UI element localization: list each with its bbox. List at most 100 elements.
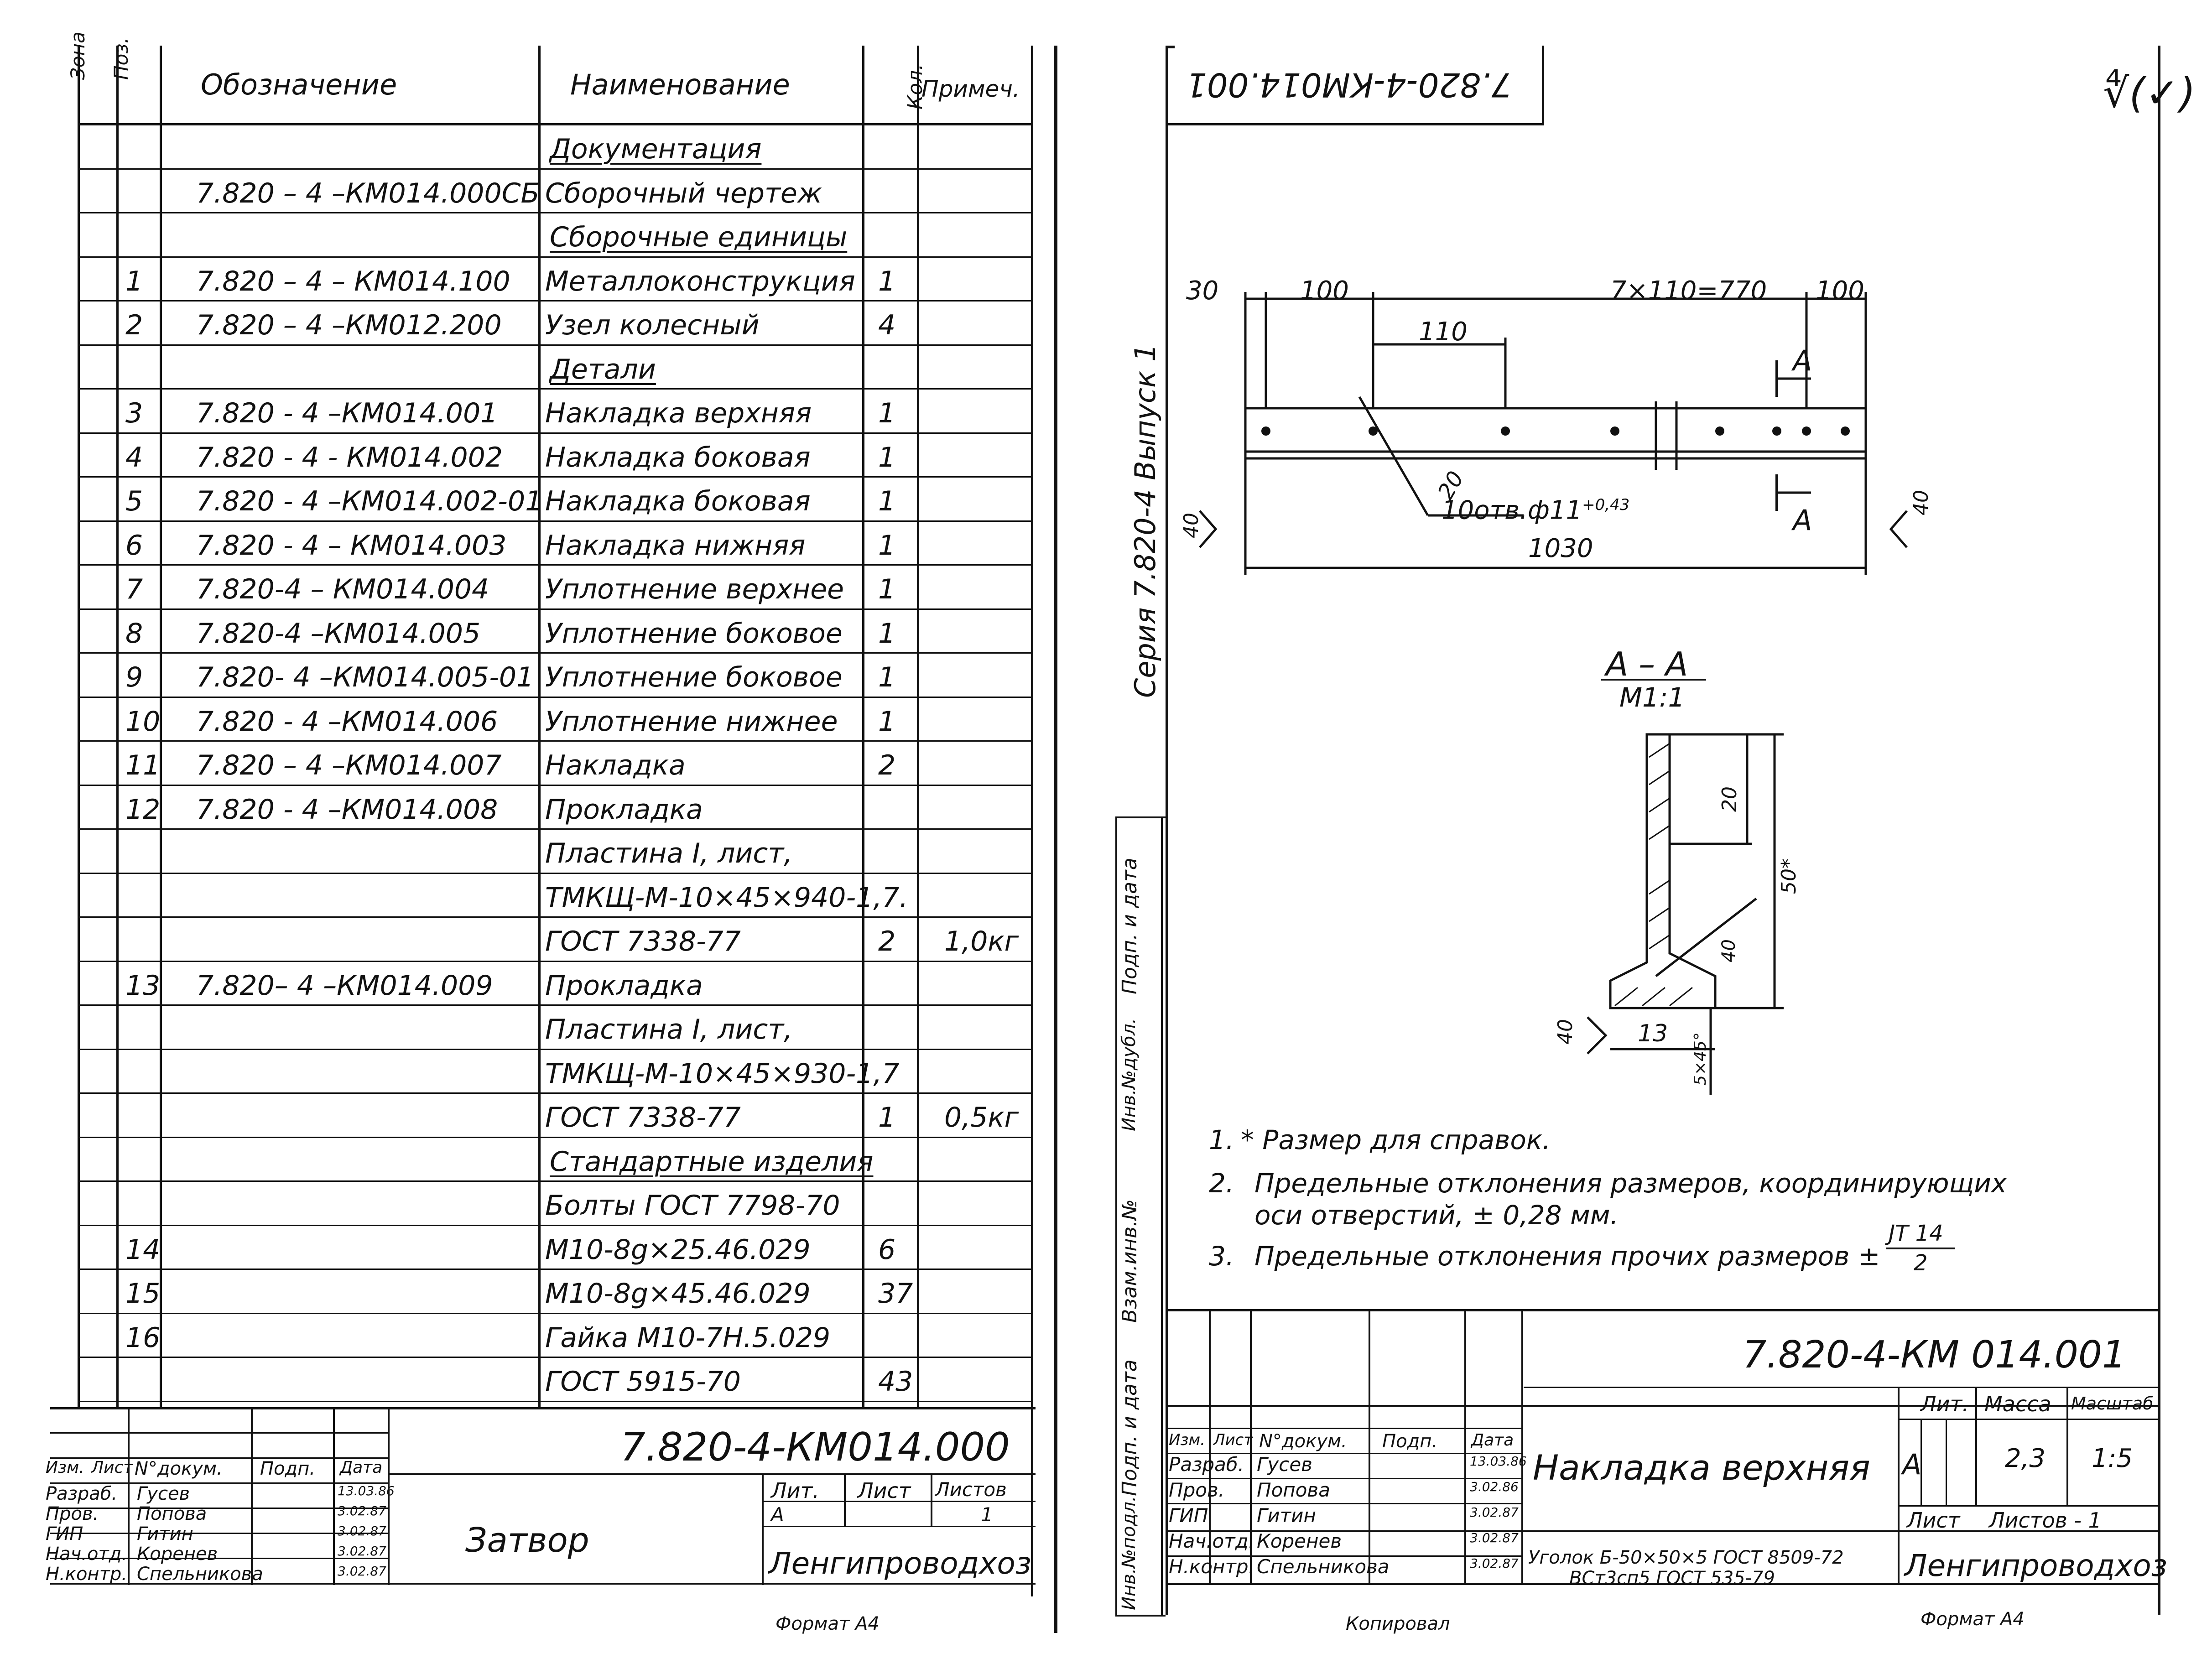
sig-name: Гитин (137, 1523, 193, 1544)
grid-line (1031, 46, 1033, 1596)
frame-right (2158, 46, 2160, 1615)
sec-dim-40b: 40 (1554, 1019, 1577, 1045)
frame-inner (1115, 1615, 1166, 1617)
sig-date: 3.02.87 (1470, 1556, 1519, 1571)
row-designation: 7.820 - 4 –КМ014.001 (196, 397, 498, 429)
sig-name: Попова (1257, 1479, 1330, 1501)
org-name: Ленгипроводхоз (1905, 1548, 2167, 1583)
material-bottom: ВСт3сп5 ГОСТ 535-79 (1569, 1568, 1775, 1589)
lit-value: А (1902, 1448, 1922, 1481)
tb-col-doc: N°докум. (135, 1458, 223, 1479)
doc-title: Затвор (465, 1521, 589, 1560)
sheet-label: Лист (858, 1478, 911, 1503)
tb-line (1166, 1478, 1521, 1479)
hole-mark (1261, 426, 1270, 436)
tb-line (1521, 1309, 1523, 1583)
tb-line (1166, 1453, 1521, 1454)
dim-770: 7×110=770 (1610, 276, 1767, 306)
sig-name: Попова (137, 1503, 207, 1524)
header-pos: Поз. (110, 37, 132, 80)
row-pos: 8 (125, 617, 143, 650)
sec-dim-13: 13 (1638, 1020, 1668, 1047)
row-designation: 7.820 - 4 –КМ014.002-01 (196, 485, 543, 517)
row-designation: 7.820 – 4 –КМ014.000СБ (196, 177, 540, 209)
sig-name: Гусев (1257, 1453, 1312, 1476)
tb-line (333, 1407, 335, 1585)
row-name: Пластина I, лист, (545, 1014, 793, 1045)
tb-line (1166, 1503, 1521, 1504)
tb-col-sign: Подп. (260, 1458, 316, 1479)
row-name: ГОСТ 5915-70 (545, 1366, 741, 1398)
row-qty: 4 (878, 309, 896, 341)
code-box-right (1542, 46, 1544, 123)
sig-date: 3.02.87 (338, 1544, 386, 1559)
sec-dim-5x45: 5×45° (1691, 1032, 1710, 1086)
section-label: А – А (1606, 645, 1688, 683)
row-pos: 5 (125, 485, 143, 517)
tb-line (1898, 1419, 2160, 1420)
hole-mark (1501, 426, 1510, 436)
row-divider (78, 872, 1033, 874)
row-divider (78, 1224, 1033, 1226)
row-pos: 11 (125, 749, 161, 781)
tb-line (1166, 1530, 2160, 1532)
row-qty: 1 (878, 397, 896, 429)
row-designation: 7.820 - 4 – КМ014.003 (196, 529, 507, 561)
frame-inner (1115, 816, 1166, 818)
row-pos: 16 (125, 1321, 161, 1354)
row-divider (78, 784, 1033, 786)
row-pos: 9 (125, 661, 143, 693)
tb-line (388, 1473, 1036, 1475)
row-qty: 2 (878, 925, 896, 957)
part-outline (1244, 407, 1867, 460)
row-divider (78, 696, 1033, 698)
row-qty: 1 (878, 617, 896, 650)
sig-name: Коренев (1257, 1530, 1342, 1552)
row-pos: 7 (125, 573, 143, 605)
table-row: ТМКЩ-М-10×45×940-1,7. (0, 874, 1033, 918)
dim-100-right: 100 (1816, 276, 1864, 306)
header-designation: Обозначение (201, 68, 397, 101)
sig-role: Нач.отд. (1169, 1530, 1255, 1552)
hole-mark (1610, 426, 1619, 436)
title-block-top (50, 1407, 1036, 1409)
row-name: Накладка боковая (545, 485, 811, 517)
sig-date: 3.02.86 (1470, 1479, 1519, 1494)
row-designation: 7.820 - 4 - КМ014.002 (196, 441, 503, 473)
tb-line (1166, 1428, 1521, 1429)
format-label: Формат А4 (1921, 1609, 2025, 1630)
hole-mark (1369, 426, 1378, 436)
copied-label: Копировал (1346, 1613, 1450, 1634)
frame-inner (1161, 816, 1163, 1615)
row-divider (78, 344, 1033, 346)
tb-line (762, 1473, 764, 1585)
row-divider (78, 1136, 1033, 1138)
tb-line (1209, 1309, 1211, 1583)
sec-dim-20: 20 (1718, 786, 1741, 812)
frame-left (1166, 46, 1168, 1615)
tb-line (50, 1583, 1036, 1585)
row-pos: 15 (125, 1278, 161, 1310)
sheets-label: Листов - 1 (1989, 1508, 2102, 1533)
sig-role: Пров. (46, 1503, 99, 1524)
row-designation: 7.820 – 4 – КМ014.100 (196, 265, 510, 297)
row-name: Накладка верхняя (545, 397, 812, 429)
sheets-label: Листов (935, 1478, 1007, 1501)
sig-date: 13.03.86 (1470, 1454, 1527, 1469)
sheets-label-text: Листов (1989, 1508, 2067, 1533)
row-qty: 1 (878, 529, 896, 561)
row-qty: 1 (878, 573, 896, 605)
row-name: М10-8g×45.46.029 (545, 1278, 811, 1310)
tb-line (50, 1457, 388, 1459)
row-qty: 1 (878, 1102, 896, 1133)
tb-col-izm: Изм. (46, 1458, 84, 1477)
